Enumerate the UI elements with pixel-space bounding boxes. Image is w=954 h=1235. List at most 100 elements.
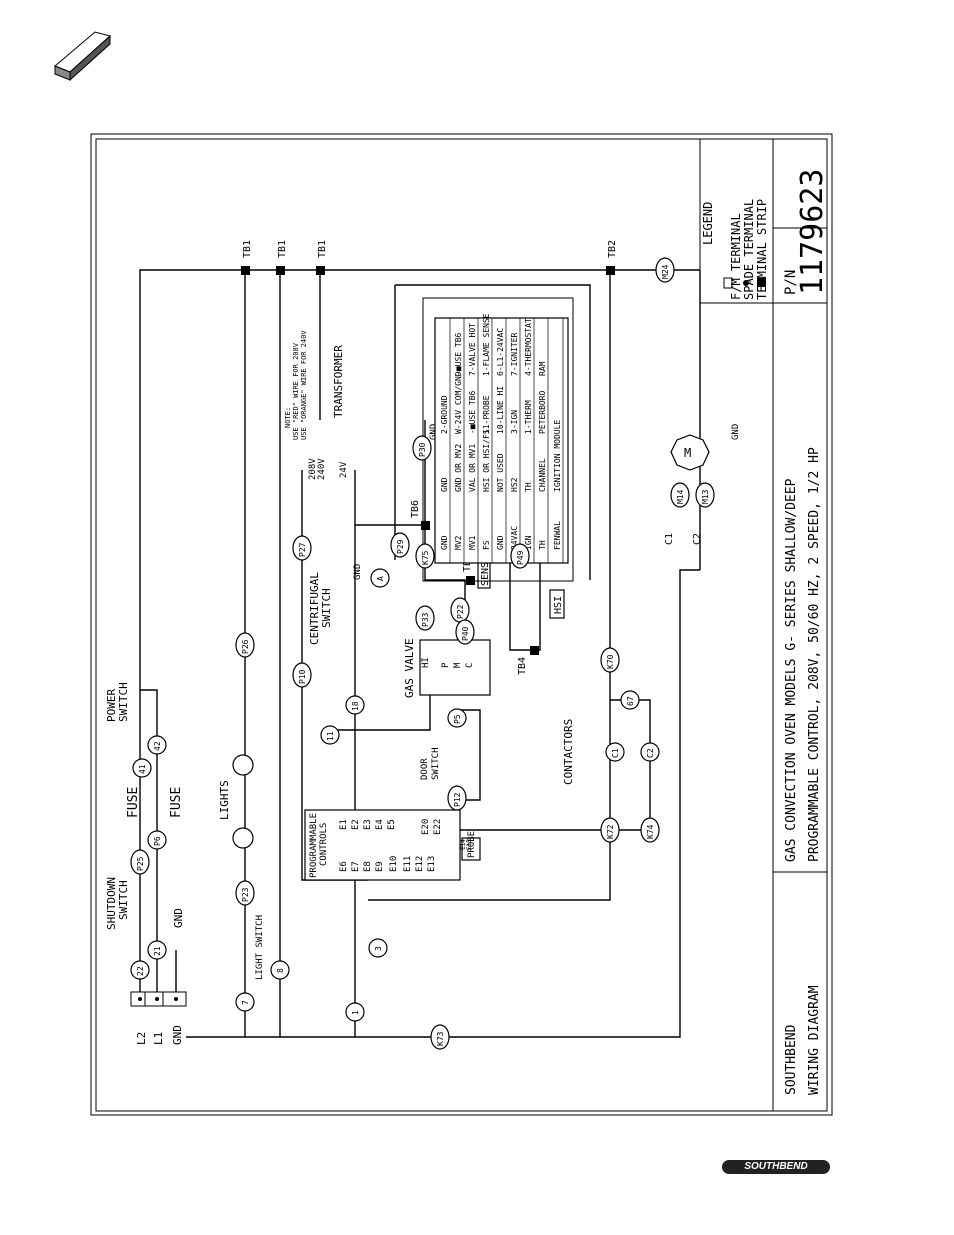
svg-text:67: 67 — [626, 696, 635, 706]
svg-text:11: 11 — [326, 731, 335, 741]
ign-cell: PETERBORO — [538, 390, 547, 434]
ign-cell: 6-L1-24VAC — [496, 328, 505, 376]
ign-cell: 11-PROBE — [482, 395, 491, 434]
ign-cell: 1-FLAME SENSE — [482, 313, 491, 376]
wire-marker: P22 — [450, 597, 470, 623]
wire-marker: 67 — [620, 690, 640, 710]
ign-cell: RAM — [538, 361, 547, 376]
probe-connector — [461, 837, 481, 861]
outer-frame — [90, 133, 833, 1116]
ign-cell: HSI OR HSI/FS — [482, 429, 491, 492]
ign-cell: NOT USED — [496, 453, 505, 492]
wire-marker: K74 — [640, 817, 660, 843]
svg-text:A: A — [376, 576, 385, 581]
svg-text:M13: M13 — [701, 489, 710, 504]
svg-text:P30: P30 — [418, 442, 427, 457]
programmable-controls-box — [304, 809, 461, 881]
svg-text:P23: P23 — [241, 887, 250, 902]
svg-text:P10: P10 — [298, 669, 307, 684]
ign-cell: FS — [482, 540, 491, 550]
prog-label-1: PROGRAMMABLE — [309, 813, 319, 878]
wire-marker: 18 — [345, 695, 365, 715]
legend-item-spade: SPADE TERMINAL — [742, 199, 756, 300]
ign-cell: IGN — [524, 535, 533, 550]
transformer-label: TRANSFORMER — [332, 345, 345, 418]
tb6-label: TB6 — [410, 500, 421, 518]
note-2: USE "RED" WIRE FOR 208V — [292, 342, 300, 440]
pc-e10: E10 — [389, 856, 399, 872]
fuse-label-2: FUSE — [169, 787, 184, 818]
svg-text:P33: P33 — [421, 612, 430, 627]
brand-text: SOUTHBEND — [744, 1161, 808, 1172]
supply-terminals: L2 L1 GND — [130, 991, 187, 1045]
wire-marker: C2 — [640, 742, 660, 762]
svg-text:7: 7 — [241, 1000, 250, 1005]
title-line-2: PROGRAMMABLE CONTROL, 208V, 50/60 HZ, 2 … — [807, 447, 822, 862]
pc-e8: E8 — [363, 861, 373, 872]
wire-marker: P12 — [447, 785, 467, 811]
components: SHUTDOWN SWITCH POWER SWITCH FUSE FUSE G… — [105, 330, 741, 980]
doc-title: WIRING DIAGRAM — [807, 985, 822, 1095]
l1-label: L1 — [152, 1032, 165, 1045]
svg-text:K70: K70 — [606, 654, 615, 669]
wire-marker: 8 — [270, 960, 290, 980]
pc-e9: E9 — [375, 861, 385, 872]
svg-text:P22: P22 — [456, 604, 465, 619]
wire-marker: M24 — [655, 257, 675, 283]
wire-marker: P27 — [292, 535, 312, 561]
gv-m: M — [453, 662, 463, 668]
svg-text:K74: K74 — [646, 824, 655, 839]
svg-text:M14: M14 — [676, 489, 685, 504]
svg-text:P26: P26 — [241, 639, 250, 654]
gas-valve-label: GAS VALVE — [403, 638, 416, 698]
pc-e11: E11 — [403, 856, 413, 872]
fm-terminal-icon — [723, 277, 733, 289]
svg-text:C1: C1 — [611, 748, 620, 758]
ign-cell: HS2 — [510, 477, 519, 492]
ign-cell: FENWAL — [553, 521, 562, 550]
ign-cell: TH — [538, 540, 547, 550]
svg-text:P12: P12 — [453, 792, 462, 807]
fan-motor-icon — [670, 434, 710, 471]
svg-text:K72: K72 — [606, 824, 615, 839]
wire-marker: P30 — [412, 435, 432, 461]
probe-e14: E14 — [460, 839, 467, 850]
probe-e15: E15 — [466, 839, 473, 850]
wire-marker: P40 — [455, 619, 475, 645]
door-label-1: DOOR — [420, 758, 430, 780]
svg-text:41: 41 — [138, 764, 147, 774]
note-1: NOTE: — [284, 407, 292, 428]
wire-marker: P29 — [390, 532, 410, 558]
ign-cell: 2-GROUND — [440, 395, 449, 434]
wire-marker: C1 — [605, 742, 625, 762]
fuse-label-1: FUSE — [126, 787, 141, 818]
ign-cell: VAL OR MV1 — [468, 444, 477, 492]
note-3: USE "ORANGE" WIRE FOR 240V — [300, 330, 308, 440]
lights-label: LIGHTS — [218, 780, 231, 820]
cap-c1-label: C1 — [664, 533, 675, 545]
wire-marker: P6 — [147, 830, 167, 850]
ign-cell: TH — [524, 482, 533, 492]
ign-cell: 7-VALVE HOT — [468, 323, 477, 376]
centrifugal-label: CENTRIFUGAL — [308, 572, 321, 645]
pc-e4: E4 — [375, 819, 385, 830]
tb1-label-a: TB1 — [242, 240, 253, 258]
centrifugal-switch-label: SWITCH — [320, 588, 333, 628]
wire-marker: P49 — [510, 543, 530, 569]
wire-marker: 21 — [147, 940, 167, 960]
pc-e2: E2 — [351, 819, 361, 830]
ign-cell: GND — [496, 535, 505, 550]
ign-cell: 24VAC — [510, 526, 519, 550]
light-switch-label: LIGHT SWITCH — [255, 915, 265, 980]
pc-e1: E1 — [339, 819, 349, 830]
svg-text:42: 42 — [153, 741, 162, 751]
terminal-block-icon — [54, 31, 112, 82]
spade-terminal-icon — [743, 280, 749, 286]
pc-e22: E22 — [433, 819, 443, 835]
svg-text:18: 18 — [351, 701, 360, 711]
v24-label: 24V — [339, 461, 349, 478]
terminal-strip-icon — [757, 278, 766, 287]
svg-text:22: 22 — [136, 966, 145, 976]
svg-text:P27: P27 — [298, 542, 307, 557]
